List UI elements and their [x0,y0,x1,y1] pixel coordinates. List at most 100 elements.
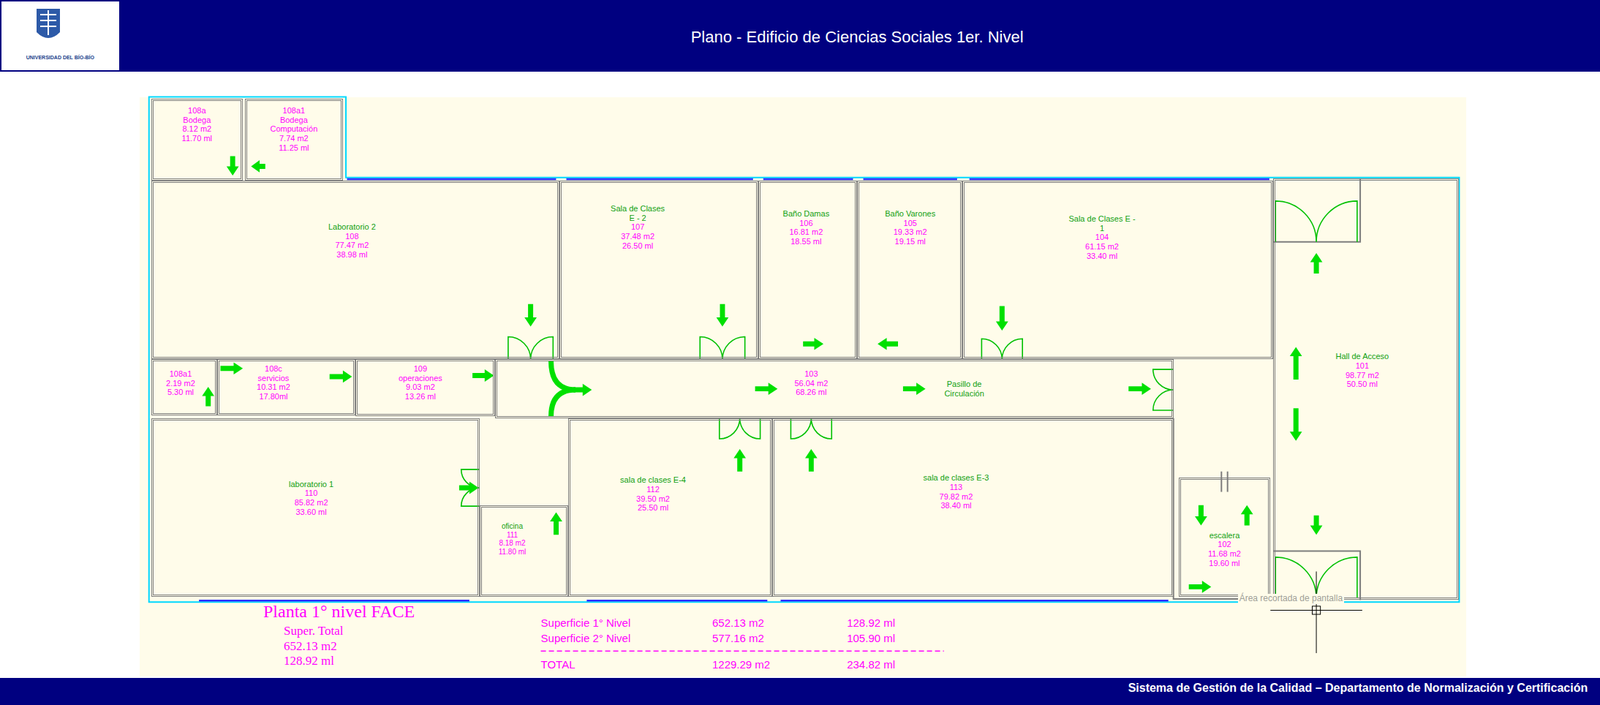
room-data: 101 [1326,361,1399,371]
table-cell: 652.13 m2 [712,616,765,629]
room-label: Pasillo de Circulación [933,379,996,398]
exit-arrow [1289,408,1303,441]
room-data: 9.03 m2 [374,382,467,392]
room-data: 18.55 ml [765,236,848,247]
room-box: sala de clases E-311379.82 m238.40 ml [772,418,1173,597]
exit-arrow [472,369,494,382]
door-symbol [508,336,553,360]
door-symbol [1275,201,1358,243]
area-summary: Super. Total [283,623,344,639]
room-data: 56.04 m2 [780,378,842,389]
window [863,178,958,181]
room-label: laboratorio 111085.82 m233.60 ml [250,479,373,518]
exit-arrow [329,370,353,384]
exit-arrow [1310,515,1323,536]
room-label: escalera10211.68 m219.60 ml [1183,530,1266,569]
room-name: Sala de Clases E - 2 [606,204,669,223]
room-data: 104 [1066,232,1138,243]
footer-bar [0,677,1600,705]
room-box: Sala de Clases E - 110461.15 m233.40 ml [962,180,1274,360]
room-data: 108a1 [263,106,325,116]
room-data: 37.48 m2 [606,231,669,242]
room-data: 111 [481,530,544,540]
logo-text: UNIVERSIDAD DEL BÍO-BÍO [26,54,95,61]
room-box: Hall de Acceso10198.77 m250.50 ml [1273,178,1459,600]
room-data: servicios [232,373,315,384]
room-data: 105 [866,218,954,229]
exit-arrow [755,382,779,395]
room-name: sala de clases E-3 [917,473,995,483]
room-label: oficina1118.18 m211.80 ml [481,522,544,556]
room-label: sala de clases E-311379.82 m238.40 ml [917,473,995,511]
room-name: escalera [1183,530,1266,541]
room-data: 19.15 ml [866,236,954,247]
exit-arrow [995,306,1009,332]
room-data: 38.98 ml [280,250,424,260]
room-box: 109operaciones9.03 m213.26 ml [355,359,496,417]
plan-ground [139,97,1467,677]
room-data: 8.18 m2 [481,538,544,548]
room-box: escalera10211.68 m219.60 ml [1178,477,1271,597]
exit-arrow [1194,505,1208,526]
room-data: 113 [917,482,995,493]
room-data: 108c [232,364,315,374]
table-cell: 577.16 m2 [712,631,765,645]
exit-arrow [1289,346,1303,380]
room-data: 25.50 ml [614,503,692,513]
room-data: 11.70 ml [155,133,238,144]
exit-arrow [1310,253,1323,274]
window [565,178,753,181]
room-data: 16.81 m2 [765,227,848,237]
room-label: Hall de Acceso10198.77 m250.50 ml [1326,351,1399,390]
room-label: 108a1Bodega Computación7.74 m211.25 ml [263,106,325,153]
room-box: 108a12.19 m25.30 ml [151,359,218,416]
exit-arrow [733,448,746,472]
window [763,178,854,181]
header-bar [0,0,1600,72]
table-cell: 234.82 ml [846,658,896,671]
table-rule [541,650,945,653]
room-data: 39.50 m2 [614,494,692,504]
plan-symbols [149,97,1460,654]
door-symbol [699,336,745,360]
window [969,178,1270,181]
wall [1220,471,1222,493]
room-data: 61.15 m2 [1066,242,1138,252]
room-data: 102 [1183,539,1266,550]
room-box: Baño Varones10519.33 m219.15 ml [857,180,963,360]
room-data: 33.60 ml [250,507,373,518]
area-summary: 128.92 ml [283,653,335,669]
door-symbol [719,418,761,439]
room-box: oficina1118.18 m211.80 ml [479,505,569,598]
room-data: 19.60 ml [1183,558,1266,569]
exit-arrow [250,160,266,173]
table-cell: TOTAL [541,658,576,671]
room-data: Bodega [155,115,238,126]
exit-arrow [573,383,592,397]
window [346,178,556,181]
room-data: 5.30 ml [154,387,208,398]
room-label: 109operaciones9.03 m213.26 ml [374,364,467,402]
room-data: 112 [614,484,692,495]
wall [1173,418,1274,599]
room-box: sala de clases E-411239.50 m225.50 ml [568,418,773,597]
window [198,599,470,602]
exit-arrow [201,386,215,407]
room-data: 13.26 ml [374,391,467,402]
room-data: 77.47 m2 [280,240,424,251]
room-label: 108aBodega8.12 m211.70 ml [155,106,238,144]
room-data: 98.77 m2 [1326,370,1399,381]
room-box: laboratorio 111085.82 m233.60 ml [151,418,480,597]
room-data: 33.40 ml [1066,251,1138,262]
room-label: Baño Damas10616.81 m218.55 ml [765,209,848,247]
door-symbol [981,338,1023,360]
logo-crest-lines [40,10,57,36]
table-cell: Superficie 2° Nivel [541,631,632,645]
table-cell: Superficie 1° Nivel [541,616,632,629]
room-data: 106 [765,218,848,229]
room-box: 108aBodega8.12 m211.70 ml [151,98,244,181]
room-data: 109 [374,364,467,374]
room-label: Laboratorio 210877.47 m238.98 ml [280,222,424,260]
room-data: 108a [155,106,238,116]
